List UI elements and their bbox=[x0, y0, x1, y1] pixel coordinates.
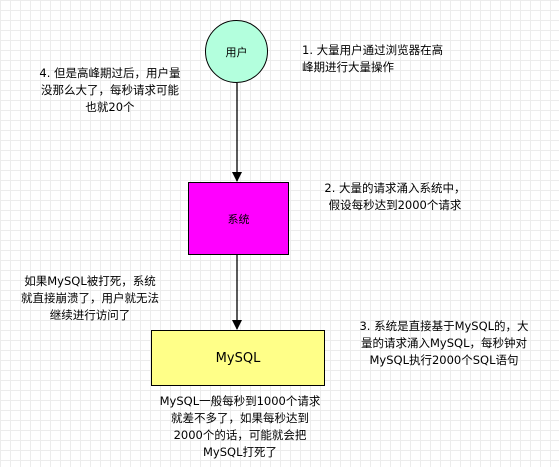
note-mysql-capacity: MySQL一般每秒到1000个请求 就差不多了，如果每秒达到 2000个的话，可… bbox=[159, 394, 321, 459]
note-mysql-crash: 如果MySQL被打死，系统 就直接崩溃了，用户就无法 继续进行访问了 bbox=[21, 274, 159, 322]
mysql-node[interactable]: MySQL bbox=[151, 330, 325, 386]
note-system-to-mysql: 3. 系统是直接基于MySQL的，大 量的请求涌入MySQL，每秒钟对 MySQ… bbox=[359, 319, 529, 367]
note-after-peak: 4. 但是高峰期过后，用户量 没那么大了，每秒请求可能 也就20个 bbox=[39, 66, 181, 114]
system-node[interactable]: 系统 bbox=[188, 182, 289, 255]
note-user-operations: 1. 大量用户通过浏览器在高 峰期进行大量操作 bbox=[302, 43, 444, 74]
note-requests-to-system: 2. 大量的请求涌入系统中， 假设每秒达到2000个请求 bbox=[324, 181, 466, 212]
user-node[interactable]: 用户 bbox=[205, 20, 268, 83]
